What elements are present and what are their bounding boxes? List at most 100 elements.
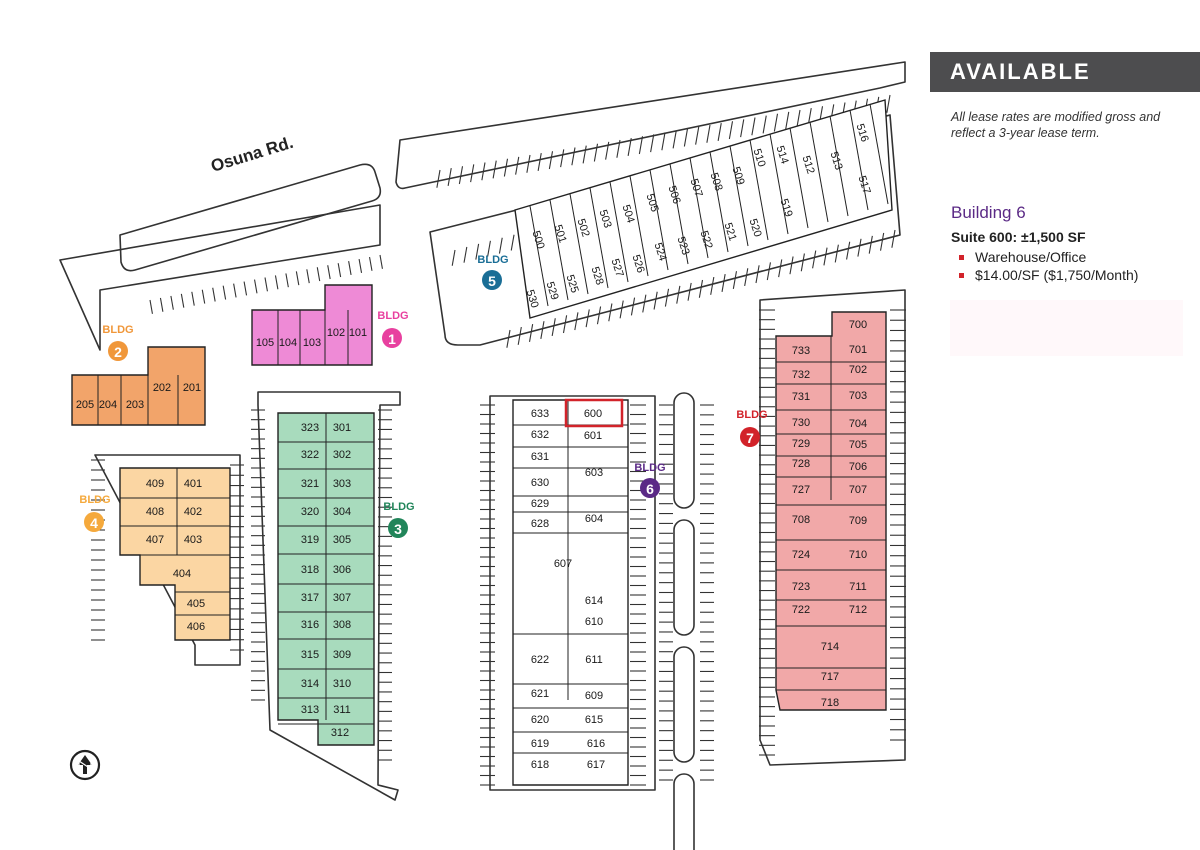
unit-label[interactable]: 203 xyxy=(126,399,144,411)
unit-label[interactable]: 409 xyxy=(146,478,164,490)
unit-label[interactable]: 501 xyxy=(552,223,569,244)
unit-label[interactable]: 714 xyxy=(821,641,839,653)
unit-label[interactable]: 629 xyxy=(531,498,549,510)
unit-label[interactable]: 621 xyxy=(531,688,549,700)
unit-label[interactable]: 724 xyxy=(792,549,810,561)
unit-label[interactable]: 727 xyxy=(792,484,810,496)
unit-label[interactable]: 505 xyxy=(644,192,661,213)
unit-label[interactable]: 723 xyxy=(792,581,810,593)
unit-label[interactable]: 308 xyxy=(333,619,351,631)
unit-label[interactable]: 507 xyxy=(688,177,705,198)
unit-label[interactable]: 504 xyxy=(620,203,637,224)
unit-label[interactable]: 405 xyxy=(187,598,205,610)
unit-label[interactable]: 319 xyxy=(301,534,319,546)
unit-label[interactable]: 708 xyxy=(792,514,810,526)
unit-label[interactable]: 529 xyxy=(544,280,561,301)
unit-label[interactable]: 402 xyxy=(184,506,202,518)
unit-label[interactable]: 318 xyxy=(301,564,319,576)
unit-label[interactable]: 522 xyxy=(698,229,715,250)
unit-label[interactable]: 718 xyxy=(821,697,839,709)
unit-label[interactable]: 614 xyxy=(585,595,603,607)
unit-label[interactable]: 513 xyxy=(828,150,845,171)
unit-label[interactable]: 616 xyxy=(587,738,605,750)
unit-label[interactable]: 618 xyxy=(531,759,549,771)
unit-label[interactable]: 105 xyxy=(256,337,274,349)
unit-label[interactable]: 706 xyxy=(849,461,867,473)
unit-label[interactable]: 631 xyxy=(531,451,549,463)
unit-label[interactable]: 314 xyxy=(301,678,319,690)
unit-label[interactable]: 617 xyxy=(587,759,605,771)
unit-label[interactable]: 103 xyxy=(303,337,321,349)
unit-label[interactable]: 316 xyxy=(301,619,319,631)
unit-label[interactable]: 528 xyxy=(589,265,606,286)
unit-label[interactable]: 707 xyxy=(849,484,867,496)
unit-label[interactable]: 633 xyxy=(531,408,549,420)
north-arrow-icon[interactable] xyxy=(69,749,101,781)
unit-label[interactable]: 620 xyxy=(531,714,549,726)
unit-label[interactable]: 519 xyxy=(778,197,795,218)
unit-label[interactable]: 202 xyxy=(153,382,171,394)
unit-label[interactable]: 609 xyxy=(585,690,603,702)
unit-label[interactable]: 610 xyxy=(585,616,603,628)
unit-label[interactable]: 312 xyxy=(331,727,349,739)
unit-label[interactable]: 509 xyxy=(730,165,747,186)
unit-label[interactable]: 317 xyxy=(301,592,319,604)
unit-label[interactable]: 516 xyxy=(854,122,871,143)
unit-label[interactable]: 305 xyxy=(333,534,351,546)
unit-label[interactable]: 304 xyxy=(333,506,351,518)
unit-label[interactable]: 310 xyxy=(333,678,351,690)
unit-label[interactable]: 204 xyxy=(99,399,117,411)
unit-label[interactable]: 102 xyxy=(327,327,345,339)
unit-label[interactable]: 404 xyxy=(173,568,191,580)
unit-label[interactable]: 406 xyxy=(187,621,205,633)
unit-label[interactable]: 201 xyxy=(183,382,201,394)
unit-label[interactable]: 520 xyxy=(747,217,764,238)
unit-label[interactable]: 306 xyxy=(333,564,351,576)
unit-label[interactable]: 615 xyxy=(585,714,603,726)
unit-label[interactable]: 500 xyxy=(530,229,547,250)
unit-label[interactable]: 407 xyxy=(146,534,164,546)
unit-label[interactable]: 313 xyxy=(301,704,319,716)
unit-label[interactable]: 514 xyxy=(774,144,791,165)
unit-label[interactable]: 600 xyxy=(584,408,602,420)
unit-label[interactable]: 503 xyxy=(597,208,614,229)
unit-label[interactable]: 408 xyxy=(146,506,164,518)
unit-label[interactable]: 302 xyxy=(333,449,351,461)
unit-label[interactable]: 526 xyxy=(630,253,647,274)
unit-label[interactable]: 619 xyxy=(531,738,549,750)
unit-label[interactable]: 603 xyxy=(585,467,603,479)
unit-label[interactable]: 512 xyxy=(800,154,817,175)
unit-label[interactable]: 622 xyxy=(531,654,549,666)
unit-label[interactable]: 502 xyxy=(575,217,592,238)
unit-label[interactable]: 601 xyxy=(584,430,602,442)
unit-label[interactable]: 703 xyxy=(849,390,867,402)
unit-label[interactable]: 321 xyxy=(301,478,319,490)
unit-label[interactable]: 521 xyxy=(722,221,739,242)
unit-label[interactable]: 307 xyxy=(333,592,351,604)
unit-label[interactable]: 309 xyxy=(333,649,351,661)
unit-label[interactable]: 524 xyxy=(652,241,669,262)
unit-label[interactable]: 732 xyxy=(792,369,810,381)
unit-label[interactable]: 530 xyxy=(524,288,541,309)
unit-label[interactable]: 730 xyxy=(792,417,810,429)
unit-label[interactable]: 701 xyxy=(849,344,867,356)
unit-label[interactable]: 104 xyxy=(279,337,297,349)
unit-label[interactable]: 611 xyxy=(585,654,603,666)
unit-label[interactable]: 632 xyxy=(531,429,549,441)
unit-label[interactable]: 704 xyxy=(849,418,867,430)
unit-label[interactable]: 630 xyxy=(531,477,549,489)
unit-label[interactable]: 717 xyxy=(821,671,839,683)
unit-label[interactable]: 517 xyxy=(856,174,873,195)
unit-label[interactable]: 712 xyxy=(849,604,867,616)
unit-label[interactable]: 523 xyxy=(675,235,692,256)
unit-label[interactable]: 722 xyxy=(792,604,810,616)
highlighted-suite-box[interactable] xyxy=(564,398,624,428)
unit-label[interactable]: 607 xyxy=(554,558,572,570)
unit-label[interactable]: 311 xyxy=(333,704,351,716)
